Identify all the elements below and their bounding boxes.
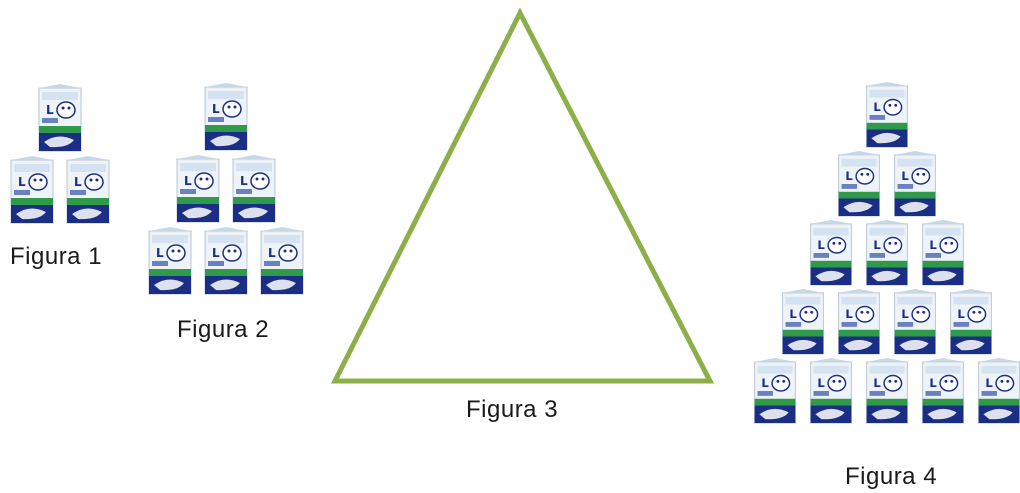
- milk-carton-icon: [176, 155, 220, 223]
- milk-carton-icon: [837, 151, 881, 217]
- figura-3-triangle: [330, 7, 715, 384]
- milk-carton-icon: [865, 220, 909, 286]
- milk-carton-icon: [921, 220, 965, 286]
- milk-carton-icon: [38, 84, 82, 152]
- milk-carton-icon: [977, 358, 1020, 424]
- milk-carton-icon: [260, 227, 304, 295]
- milk-carton-icon: [893, 289, 937, 355]
- milk-carton-icon: [232, 155, 276, 223]
- milk-carton-icon: [809, 220, 853, 286]
- figura-2-stack: [148, 83, 304, 295]
- figura-1-label: Figura 1: [10, 243, 103, 270]
- milk-carton-icon: [865, 82, 909, 148]
- milk-carton-icon: [66, 156, 110, 224]
- milk-carton-icon: [837, 289, 881, 355]
- figura-4-stack: [753, 82, 1020, 424]
- milk-carton-icon: [204, 83, 248, 151]
- milk-carton-icon: [781, 289, 825, 355]
- figura-4-label: Figura 4: [845, 463, 938, 490]
- milk-carton-icon: [893, 151, 937, 217]
- figura-1-stack: [10, 84, 110, 224]
- figura-3-label: Figura 3: [466, 396, 559, 423]
- milk-carton-icon: [10, 156, 54, 224]
- milk-carton-icon: [865, 358, 909, 424]
- milk-carton-icon: [809, 358, 853, 424]
- figura-2-label: Figura 2: [177, 316, 270, 343]
- milk-carton-icon: [753, 358, 797, 424]
- milk-carton-icon: [204, 227, 248, 295]
- milk-carton-icon: [949, 289, 993, 355]
- milk-carton-icon: [921, 358, 965, 424]
- milk-carton-icon: [148, 227, 192, 295]
